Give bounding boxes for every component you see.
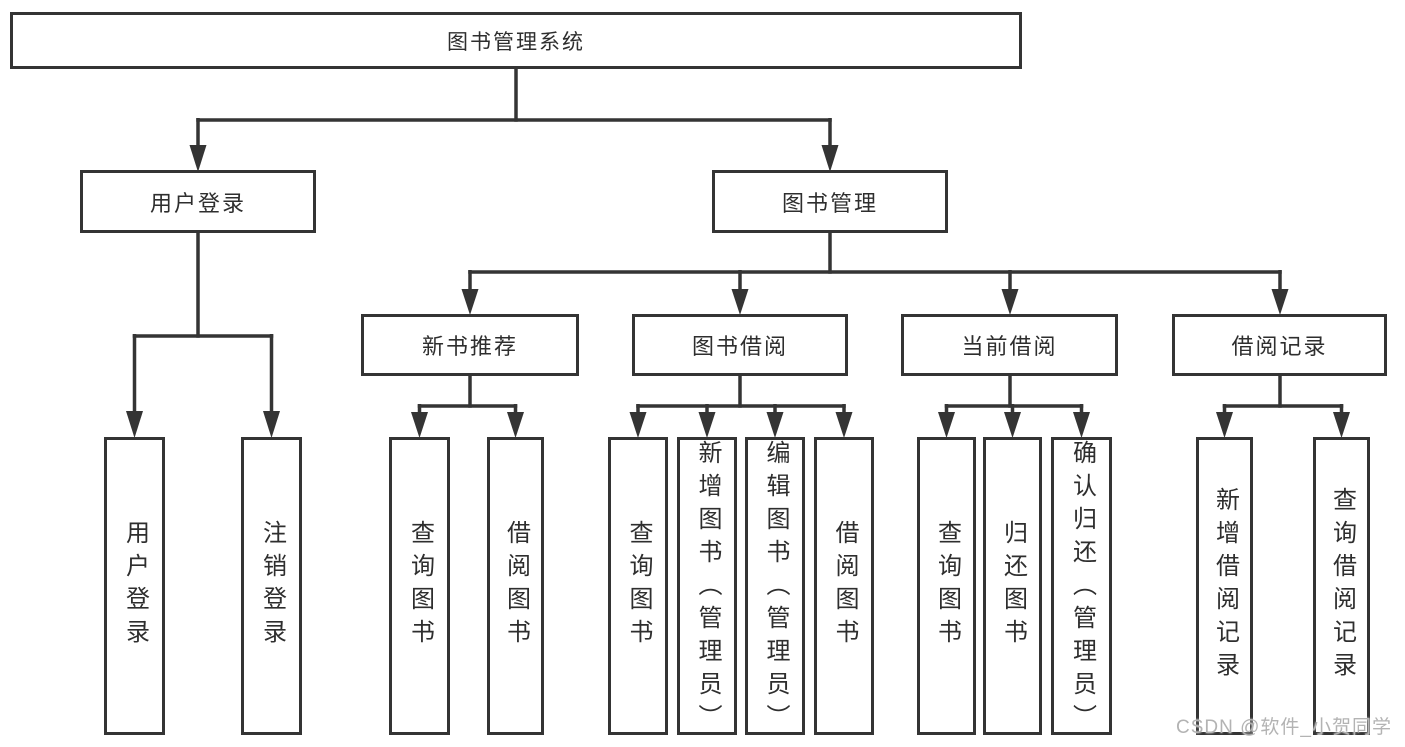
leaf-confirm-return-admin: 确认归还（管理员）	[1051, 437, 1112, 737]
leaf-query-borrow-record: 查询借阅记录	[1313, 437, 1370, 735]
leaf-add-borrow-record: 新增借阅记录	[1196, 437, 1253, 735]
node-book-management: 图书管理	[712, 170, 948, 233]
leaf-user-login: 用户登录	[104, 437, 165, 735]
leaf-add-books-admin: 新增图书（管理员）	[677, 437, 737, 737]
leaf-query-books-borrow: 查询图书	[608, 437, 668, 735]
node-current-borrow: 当前借阅	[901, 314, 1118, 376]
leaf-borrow-books-recommend: 借阅图书	[487, 437, 544, 735]
csdn-watermark: CSDN @软件_小贺同学	[1176, 717, 1392, 738]
node-user-login: 用户登录	[80, 170, 316, 233]
node-library-management-system: 图书管理系统	[10, 12, 1022, 69]
leaf-logout: 注销登录	[241, 437, 302, 735]
leaf-query-books-current: 查询图书	[917, 437, 976, 735]
node-new-book-recommend: 新书推荐	[361, 314, 579, 376]
node-borrow-record: 借阅记录	[1172, 314, 1387, 376]
leaf-query-books-recommend: 查询图书	[389, 437, 450, 735]
leaf-edit-books-admin: 编辑图书（管理员）	[745, 437, 805, 737]
leaf-borrow-books: 借阅图书	[814, 437, 874, 735]
node-book-borrow: 图书借阅	[632, 314, 848, 376]
leaf-return-books: 归还图书	[983, 437, 1042, 735]
